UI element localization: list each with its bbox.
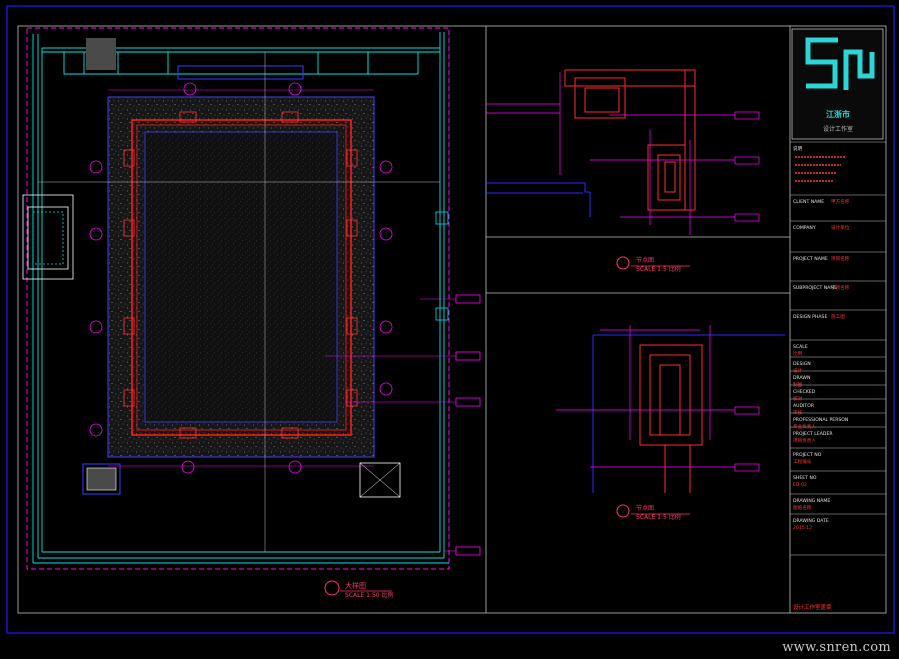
title-block-label: 说明	[793, 145, 803, 152]
title-block-label: DESIGN PHASE	[793, 314, 827, 320]
detail-2-title: 节点图	[636, 504, 654, 512]
title-block-label: CLIENT NAME	[793, 199, 824, 205]
title-block-label: DESIGN	[793, 361, 811, 367]
title-block-footer: 设计工作室盖章	[793, 603, 832, 611]
floor-field	[144, 131, 338, 423]
title-block-value: 专业负责人	[793, 423, 816, 430]
title-block-value: 项目名称	[831, 255, 850, 262]
title-block-label: PROFESSIONAL PERSON	[793, 417, 848, 423]
watermark: www.snren.com	[782, 640, 891, 655]
leader-lines	[108, 89, 456, 552]
title-block-value: 甲方名称	[831, 198, 850, 205]
title-block-value: 设计单位	[831, 224, 850, 231]
detail-1-title: 节点图	[636, 256, 654, 264]
title-block-value: 制图	[793, 381, 803, 388]
title-block-rows: 说明 CLIENT NAME 甲方名称 COMPANY 设计单位 PROJECT NAME…	[790, 141, 886, 556]
title-block-label: PROJECT NAME	[793, 256, 828, 262]
beam	[177, 65, 304, 80]
title-block-value: 图纸名称	[793, 504, 812, 511]
title-block-value: 审核	[793, 409, 803, 416]
detail-2-scale: SCALE 1:5 比例	[636, 513, 681, 521]
logo-caption: 江浙市	[826, 109, 850, 119]
detail-1-dims	[486, 72, 760, 235]
plan-title-bubble	[324, 580, 340, 596]
title-block-label: PROJECT NO	[793, 452, 822, 458]
pillar	[435, 211, 449, 321]
title-block-label: SUBPROJECT NAME	[793, 285, 837, 291]
title-block-value: 子项名称	[831, 284, 850, 291]
title-block-label: PROJECT LEADER	[793, 431, 833, 437]
detail-1-profile	[564, 69, 696, 211]
title-block-label: DRAWING NAME	[793, 498, 830, 504]
detail-1-bubble	[616, 256, 630, 270]
title-block-value: 设计	[793, 367, 803, 374]
detail-drawing-1: 节点图 SCALE 1:5 比例	[486, 69, 760, 273]
detail-1-scale: SCALE 1:5 比例	[636, 265, 681, 273]
ceiling-outline	[131, 119, 352, 436]
plan-drawing: 大样图 SCALE 1:50 比例	[22, 27, 481, 599]
title-block-label: SHEET NO	[793, 475, 817, 481]
center-lines	[38, 52, 440, 552]
title-block-value: 2015.12	[793, 525, 812, 531]
title-block-label: CHECKED	[793, 389, 816, 395]
plan-scale: SCALE 1:50 比例	[345, 591, 394, 599]
detail-2-bubble	[616, 504, 630, 518]
plan-title: 大样图	[345, 581, 366, 590]
title-block: 江浙市 设计工作室 说明 CLIENT NAME 甲方名称 COMPANY 设计单位 PR…	[790, 28, 886, 611]
title-block-label: AUDITOR	[793, 403, 815, 409]
plan-outline	[26, 27, 450, 570]
title-block-value: 施工图	[831, 313, 845, 320]
equipment	[82, 462, 401, 498]
title-block-label: COMPANY	[793, 225, 816, 231]
title-block-label: DRAWN	[793, 375, 810, 381]
title-block-value: 项目负责人	[793, 437, 816, 444]
sheet-border	[6, 5, 895, 634]
title-block-value: ED-02	[793, 482, 807, 488]
title-block-value: 工程编号	[793, 458, 812, 465]
logo-mark	[805, 37, 875, 90]
drawing-frame	[17, 25, 887, 614]
column	[86, 38, 116, 70]
detail-drawing-2: 节点图 SCALE 1:5 比例	[556, 325, 785, 521]
title-block-label: DRAWING DATE	[793, 518, 829, 524]
detail-2-profile	[639, 344, 703, 493]
detail-1-boundary	[486, 182, 591, 217]
fixture-marks	[123, 111, 358, 439]
window-left	[22, 194, 74, 280]
logo-sub: 设计工作室	[823, 125, 853, 133]
title-block-label: SCALE	[793, 344, 808, 350]
title-block-value: 比例	[793, 350, 803, 357]
detail-2-dims	[556, 325, 760, 472]
title-block-value: 校对	[793, 395, 803, 402]
